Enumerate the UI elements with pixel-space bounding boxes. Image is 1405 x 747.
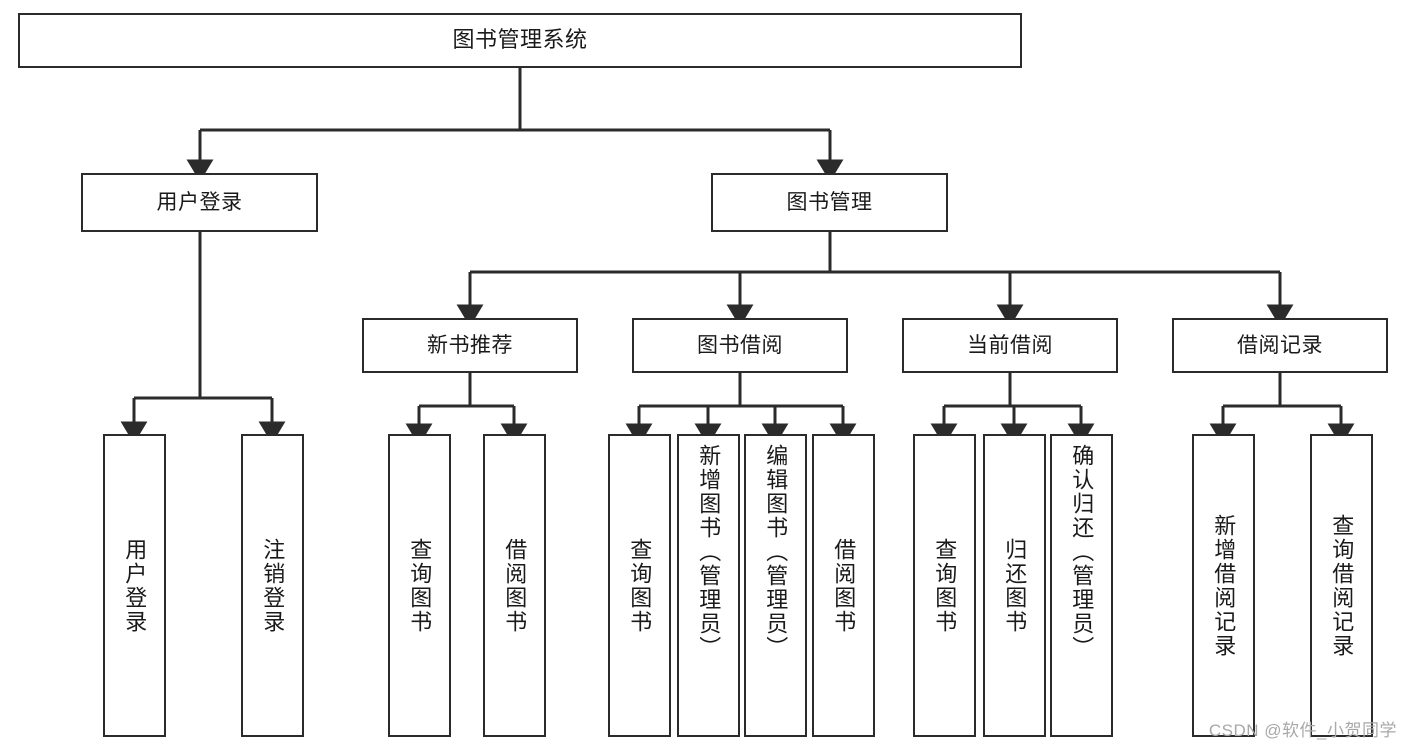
node-label: 编辑图书（管理员） bbox=[763, 444, 789, 660]
node-leaf-query-book-3[interactable]: 查询图书 bbox=[913, 434, 976, 737]
node-leaf-add-book[interactable]: 新增图书（管理员） bbox=[677, 434, 740, 737]
node-new-book-rec[interactable]: 新书推荐 bbox=[362, 318, 578, 373]
node-leaf-return-book[interactable]: 归还图书 bbox=[983, 434, 1046, 737]
node-label: 借阅图书 bbox=[502, 537, 528, 634]
node-label: 当前借阅 bbox=[967, 333, 1053, 357]
node-label: 图书借阅 bbox=[697, 333, 783, 357]
node-label: 新书推荐 bbox=[427, 333, 513, 357]
node-label: 借阅图书 bbox=[831, 537, 857, 634]
node-label: 新增图书（管理员） bbox=[696, 444, 722, 660]
node-root-system[interactable]: 图书管理系统 bbox=[18, 13, 1022, 68]
node-label: 用户登录 bbox=[122, 537, 148, 634]
node-label: 图书管理系统 bbox=[452, 27, 588, 53]
node-leaf-borrow-book-2[interactable]: 借阅图书 bbox=[812, 434, 875, 737]
node-label: 查询图书 bbox=[407, 537, 433, 634]
node-label: 图书管理 bbox=[786, 190, 873, 214]
node-leaf-confirm-return[interactable]: 确认归还（管理员） bbox=[1050, 434, 1113, 737]
node-label: 用户登录 bbox=[156, 190, 243, 214]
node-label: 确认归还（管理员） bbox=[1069, 444, 1095, 660]
node-leaf-logout[interactable]: 注销登录 bbox=[241, 434, 304, 737]
node-label: 查询借阅记录 bbox=[1329, 513, 1355, 658]
node-leaf-borrow-book-1[interactable]: 借阅图书 bbox=[483, 434, 546, 737]
node-label: 借阅记录 bbox=[1237, 333, 1323, 357]
node-leaf-user-login[interactable]: 用户登录 bbox=[103, 434, 166, 737]
node-leaf-edit-book[interactable]: 编辑图书（管理员） bbox=[744, 434, 807, 737]
node-leaf-query-record[interactable]: 查询借阅记录 bbox=[1310, 434, 1373, 737]
watermark-text: CSDN @软件_小贺同学 bbox=[1208, 721, 1397, 740]
node-borrow-record[interactable]: 借阅记录 bbox=[1172, 318, 1388, 373]
node-leaf-query-book-2[interactable]: 查询图书 bbox=[608, 434, 671, 737]
node-user-login[interactable]: 用户登录 bbox=[81, 173, 318, 232]
node-leaf-query-book-1[interactable]: 查询图书 bbox=[388, 434, 451, 737]
node-label: 注销登录 bbox=[260, 537, 286, 634]
node-leaf-add-record[interactable]: 新增借阅记录 bbox=[1192, 434, 1255, 737]
node-label: 查询图书 bbox=[627, 537, 653, 634]
node-label: 归还图书 bbox=[1002, 537, 1028, 634]
node-label: 查询图书 bbox=[932, 537, 958, 634]
node-book-manage[interactable]: 图书管理 bbox=[711, 173, 948, 232]
node-label: 新增借阅记录 bbox=[1211, 513, 1237, 658]
node-book-borrow[interactable]: 图书借阅 bbox=[632, 318, 848, 373]
node-current-borrow[interactable]: 当前借阅 bbox=[902, 318, 1118, 373]
